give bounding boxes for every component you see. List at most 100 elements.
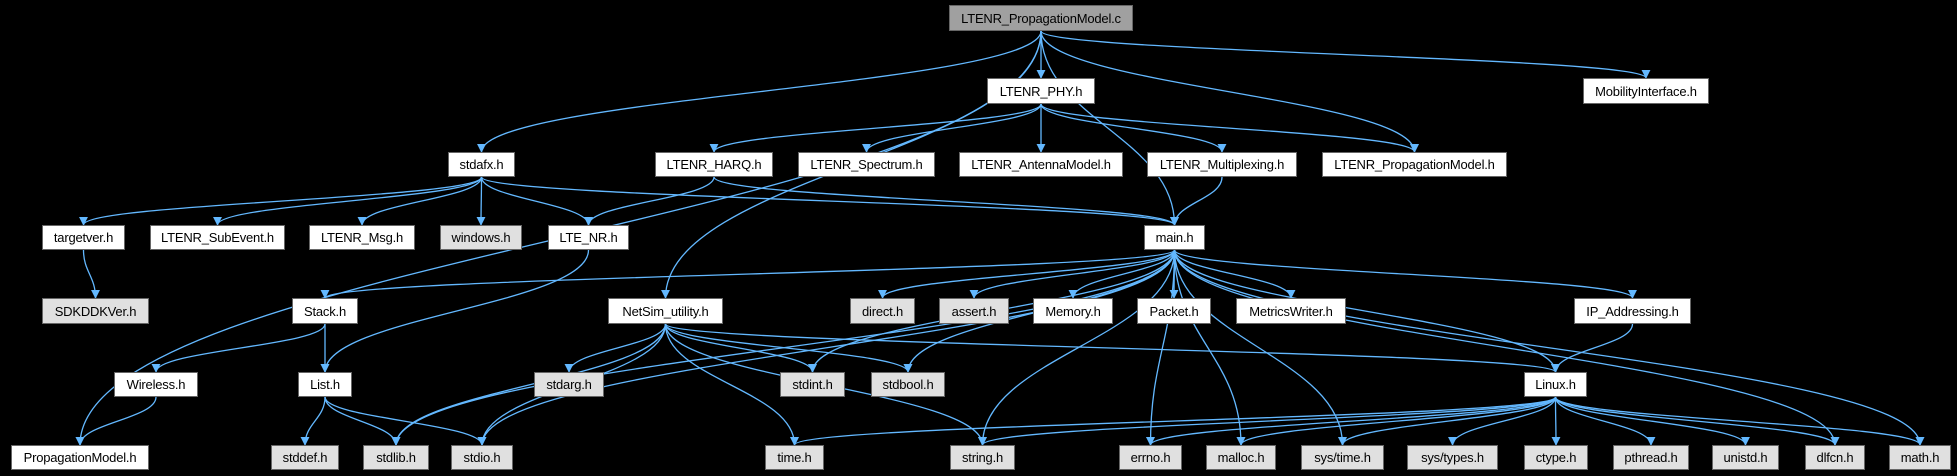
edge-phy-to-multiplexing bbox=[1040, 103, 1227, 153]
edge-linux-to-errno bbox=[1146, 396, 1557, 446]
node-memory[interactable]: Memory.h bbox=[1033, 298, 1113, 324]
edge-phy-to-ltenr_prop bbox=[1040, 103, 1419, 153]
edge-main-to-stack bbox=[320, 249, 1176, 299]
edge-list-to-stdlib bbox=[324, 396, 401, 446]
edge-main-to-memory bbox=[1068, 249, 1176, 299]
edge-linux-to-pthread bbox=[1554, 396, 1656, 446]
node-multiplexing[interactable]: LTENR_Multiplexing.h bbox=[1147, 152, 1297, 177]
edge-stdafx-to-targetver bbox=[79, 176, 483, 226]
edge-main-to-linux bbox=[1173, 249, 1560, 373]
node-spectrum[interactable]: LTENR_Spectrum.h bbox=[798, 152, 935, 177]
edge-netsim_utility-to-stdlib bbox=[391, 323, 667, 446]
node-wireless[interactable]: Wireless.h bbox=[114, 372, 198, 397]
edge-targetver-to-sdkddkver bbox=[82, 249, 101, 299]
edge-main-to-stdio bbox=[477, 249, 1176, 446]
edge-phy-to-harq bbox=[709, 103, 1042, 153]
node-metrics[interactable]: MetricsWriter.h bbox=[1236, 298, 1346, 324]
node-string: string.h bbox=[950, 445, 1015, 470]
node-harq[interactable]: LTENR_HARQ.h bbox=[655, 152, 773, 177]
edge-main-to-dlfcn bbox=[1173, 249, 1840, 446]
node-stdio: stdio.h bbox=[451, 445, 513, 470]
edge-netsim_utility-to-stdint bbox=[664, 323, 817, 373]
node-ltenr-prop[interactable]: LTENR_PropagationModel.h bbox=[1322, 152, 1507, 177]
node-phy[interactable]: LTENR_PHY.h bbox=[987, 78, 1095, 104]
node-mobility[interactable]: MobilityInterface.h bbox=[1583, 78, 1709, 104]
edge-main-to-systime bbox=[1173, 249, 1348, 446]
node-targetver[interactable]: targetver.h bbox=[42, 225, 125, 250]
node-antenna[interactable]: LTENR_AntennaModel.h bbox=[959, 152, 1123, 177]
edge-root-to-mobility bbox=[1040, 30, 1651, 79]
node-assert: assert.h bbox=[939, 298, 1009, 324]
node-dlfcn: dlfcn.h bbox=[1805, 445, 1865, 470]
node-ip-addressing[interactable]: IP_Addressing.h bbox=[1574, 298, 1691, 324]
edge-linux-to-systypes bbox=[1447, 396, 1557, 446]
node-netsim-utility[interactable]: NetSim_utility.h bbox=[608, 298, 723, 324]
edge-main-to-malloc bbox=[1173, 249, 1246, 446]
node-lte-nr[interactable]: LTE_NR.h bbox=[548, 225, 629, 250]
edge-linux-to-math bbox=[1554, 396, 1925, 446]
edge-linux-to-malloc bbox=[1236, 396, 1557, 446]
edge-stdafx-to-lte_nr bbox=[480, 176, 594, 226]
edge-wireless-to-propmodel bbox=[75, 396, 157, 446]
edge-stdafx-to-main bbox=[480, 176, 1179, 226]
edge-linux-to-ctype bbox=[1551, 396, 1561, 446]
node-sdkddkver: SDKDDKVer.h bbox=[42, 298, 149, 324]
node-stdint: stdint.h bbox=[780, 372, 845, 397]
edge-main-to-metrics bbox=[1173, 249, 1296, 299]
node-packet[interactable]: Packet.h bbox=[1137, 298, 1211, 324]
edge-root-to-stdafx bbox=[477, 30, 1042, 153]
edge-main-to-ip_addressing bbox=[1173, 249, 1637, 299]
node-main[interactable]: main.h bbox=[1144, 225, 1205, 250]
node-errno: errno.h bbox=[1119, 445, 1182, 470]
edge-netsim_utility-to-stdbool bbox=[664, 323, 913, 373]
node-linux[interactable]: Linux.h bbox=[1524, 372, 1587, 397]
node-stdbool: stdbool.h bbox=[871, 372, 945, 397]
edge-main-to-errno bbox=[1145, 249, 1176, 446]
edge-ip_addressing-to-linux bbox=[1550, 323, 1634, 373]
node-stack[interactable]: Stack.h bbox=[292, 298, 358, 324]
edge-stack-to-wireless bbox=[151, 323, 326, 373]
edge-list-to-stddef bbox=[300, 396, 326, 446]
edge-main-to-assert bbox=[969, 249, 1176, 299]
node-stdafx[interactable]: stdafx.h bbox=[448, 152, 515, 177]
node-stdarg: stdarg.h bbox=[534, 372, 604, 397]
edge-netsim_utility-to-time bbox=[664, 323, 800, 446]
edge-phy-to-spectrum bbox=[862, 103, 1042, 153]
node-msg[interactable]: LTENR_Msg.h bbox=[309, 225, 415, 250]
node-malloc: malloc.h bbox=[1206, 445, 1276, 470]
node-ctype: ctype.h bbox=[1524, 445, 1588, 470]
edge-list-to-stdio bbox=[324, 396, 487, 446]
node-root: LTENR_PropagationModel.c bbox=[949, 5, 1133, 31]
node-windows: windows.h bbox=[440, 225, 522, 250]
edge-lte_nr-to-list bbox=[320, 249, 590, 373]
node-pthread: pthread.h bbox=[1613, 445, 1689, 470]
node-direct: direct.h bbox=[850, 298, 915, 324]
edge-linux-to-dlfcn bbox=[1554, 396, 1840, 446]
edge-stdafx-to-windows bbox=[476, 176, 486, 226]
node-systime: sys/time.h bbox=[1301, 445, 1384, 470]
node-math: math.h bbox=[1889, 445, 1951, 470]
node-stddef: stddef.h bbox=[271, 445, 339, 470]
edge-main-to-math bbox=[1173, 249, 1925, 446]
edge-netsim_utility-to-stdarg bbox=[564, 323, 667, 373]
edge-linux-to-unistd bbox=[1554, 396, 1750, 446]
edge-netsim_utility-to-linux bbox=[664, 323, 1560, 373]
edge-root-to-main bbox=[1040, 30, 1180, 226]
node-list[interactable]: List.h bbox=[298, 372, 352, 397]
edge-main-to-direct bbox=[878, 249, 1176, 299]
node-stdlib: stdlib.h bbox=[363, 445, 429, 470]
edge-stdafx-to-msg bbox=[357, 176, 483, 226]
edge-multiplexing-to-main bbox=[1169, 176, 1223, 226]
edge-harq-to-lte_nr bbox=[583, 176, 715, 226]
edge-stdafx-to-subevent bbox=[213, 176, 483, 226]
edge-harq-to-main bbox=[713, 176, 1179, 226]
node-time: time.h bbox=[765, 445, 824, 470]
node-propmodel[interactable]: PropagationModel.h bbox=[11, 445, 149, 470]
edge-root-to-ltenr_prop bbox=[1040, 30, 1419, 153]
edge-linux-to-time bbox=[790, 396, 1557, 446]
edge-linux-to-string bbox=[978, 396, 1557, 446]
node-subevent[interactable]: LTENR_SubEvent.h bbox=[150, 225, 285, 250]
edge-linux-to-systime bbox=[1338, 396, 1557, 446]
